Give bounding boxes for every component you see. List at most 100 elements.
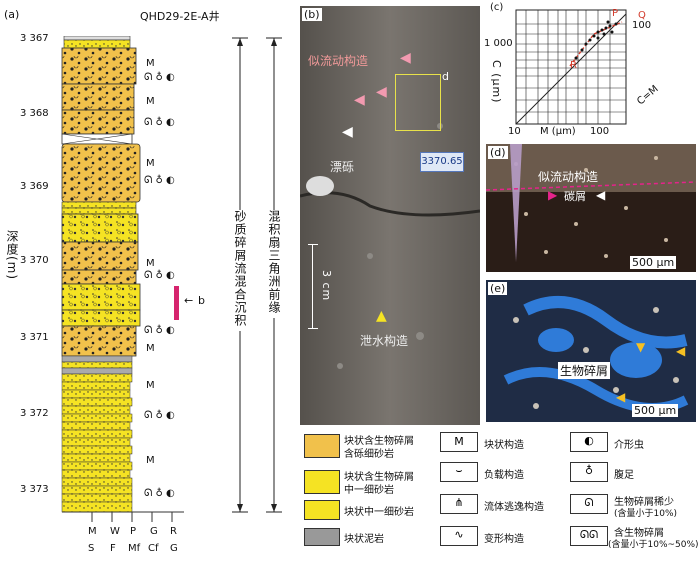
fossil-symbols-icon: ᘏ ♁ ◐ [144,72,175,83]
flow-structure-label: 似流动构造 [538,170,599,184]
grain-label: G [150,526,158,537]
scale-bar [312,244,314,328]
panel-a-tag: (a) [4,8,20,21]
legend-label: 负载构造 [484,470,524,481]
grain-label: G [170,543,178,554]
fluid-escape-icon: ⋔ [440,494,478,514]
cm-xtick: 100 [590,126,610,137]
structure-mark: M [146,343,155,354]
legend-label: 中一细砂岩 [344,485,394,496]
legend-swatch [304,500,340,520]
scale-label: 500 μm [632,404,679,417]
flow-structure-label: 似流动构造 [308,54,369,68]
gastropod-icon: ♁ [570,462,608,482]
fossil-symbols-icon: ᘏ ♁ ◐ [144,410,175,421]
scale-label: 500 μm [630,256,677,269]
depth-label: 3 371 [20,332,49,343]
legend-label: 块状含生物碎屑 [344,436,414,447]
cm-xtick: 10 [508,126,521,137]
legend-swatch [304,470,340,494]
legend-symbol: M [440,432,478,452]
grain-label: Cf [148,543,159,554]
sparse-bioclast-icon: ᘏ [570,494,608,514]
grain-label: M [88,526,97,537]
legend-label: 含生物碎屑 [614,528,664,539]
depth-label: 3 367 [20,33,49,44]
carbon-debris-label: 碳屑 [564,190,586,203]
grain-label: P [130,526,137,537]
sample-arrow-icon: ← [184,294,194,307]
dewatering-label: 泄水构造 [360,334,409,348]
arrow-marker-icon: ◀ [400,50,411,66]
panel-e-tag: (e) [488,282,508,295]
fossil-symbols-icon: ᘏ ♁ ◐ [144,175,175,186]
cm-corner-tick: 100 [632,20,652,31]
thin-section-texture [486,280,696,422]
cm-point-label: Q [638,10,646,21]
legend-label: 腹足 [614,470,634,481]
thin-section-texture [486,144,696,272]
arrow-marker-icon: ▼ [636,340,646,354]
structure-mark: M [146,96,155,107]
legend-label: 生物碎屑稀少 [614,497,674,508]
interpretation-label: 砂质碎屑流混合沉积 [233,210,247,327]
sample-bar [174,286,179,320]
grain-label: F [110,543,116,554]
bioclast-label: 生物碎屑 [558,362,611,379]
panel-d-tag: (d) [488,146,508,159]
grain-label: S [88,543,95,554]
boulder-label: 漂砾 [330,160,355,174]
arrow-marker-icon: ▶ [548,188,558,202]
fossil-symbols-icon: ᘏ ♁ ◐ [144,117,175,128]
structure-mark: M [146,158,155,169]
structure-mark: M [146,258,155,269]
zoom-box-label: d [442,70,449,83]
depth-label: 3 369 [20,181,49,192]
structure-mark: M [146,380,155,391]
well-title: QHD29-2E-A井 [140,10,220,23]
deformation-icon: ∿ [440,526,478,546]
fossil-symbols-icon: ᘏ ♁ ◐ [144,270,175,281]
grain-label: Mf [128,543,141,554]
legend-swatch [304,434,340,458]
panel-c-tag: (c) [490,2,504,13]
legend-label: (含量小于10%) [614,509,678,519]
depth-label: 3 373 [20,484,49,495]
sample-tag: 3370.65 [420,152,464,172]
legend-label: 块状中一细砂岩 [344,507,414,518]
cm-point-label: R [570,60,577,71]
legend-label: 块状构造 [484,440,524,451]
arrow-marker-icon: ◀ [596,188,606,202]
fossil-symbols-icon: ᘏ ♁ ◐ [144,325,175,336]
ostracod-icon: ◐ [570,432,608,452]
depth-label: 3 368 [20,108,49,119]
load-structure-icon: ⌣ [440,462,478,482]
structure-mark: M [146,58,155,69]
thin-section-e: (e) 生物碎屑 ◀ ▼ ◀ 500 μm [486,280,696,422]
legend-label: 介形虫 [614,440,644,451]
legend-label: 含砾细砂岩 [344,449,394,460]
fossil-symbols-icon: ᘏ ♁ ◐ [144,488,175,499]
zoom-box-d [395,74,441,131]
structure-mark: M [146,455,155,466]
cm-point-label: P [612,8,619,19]
bioclast-icon: ᘏᘏ [570,526,608,546]
arrow-marker-icon: ◀ [616,390,626,404]
core-photo: (b) 似流动构造 d ◀ ◀ ◀ ◀ 漂砾 3370.65 3 cm ▲ 泄水… [300,6,480,425]
thin-section-d: (d) 似流动构造 ▶ 碳屑 ◀ 500 μm [486,144,696,272]
depth-axis-label: 深度(m) [5,230,19,281]
cm-ytick: 1 000 [484,38,513,49]
depth-label: 3 372 [20,408,49,419]
cm-plot [515,9,627,125]
interpretation-label: 混积扇三角洲前缘 [267,210,281,314]
legend-swatch [304,528,340,546]
grain-label: R [170,526,177,537]
cm-xlabel: M (μm) [540,126,576,137]
cm-ylabel: C (μm) [490,60,503,104]
legend-label: 流体逃逸构造 [484,502,544,513]
grain-label: W [110,526,120,537]
arrow-marker-icon: ◀ [342,124,353,140]
scale-label: 3 cm [320,270,333,302]
legend-label: 块状泥岩 [344,534,384,545]
arrow-marker-icon: ◀ [676,344,686,358]
